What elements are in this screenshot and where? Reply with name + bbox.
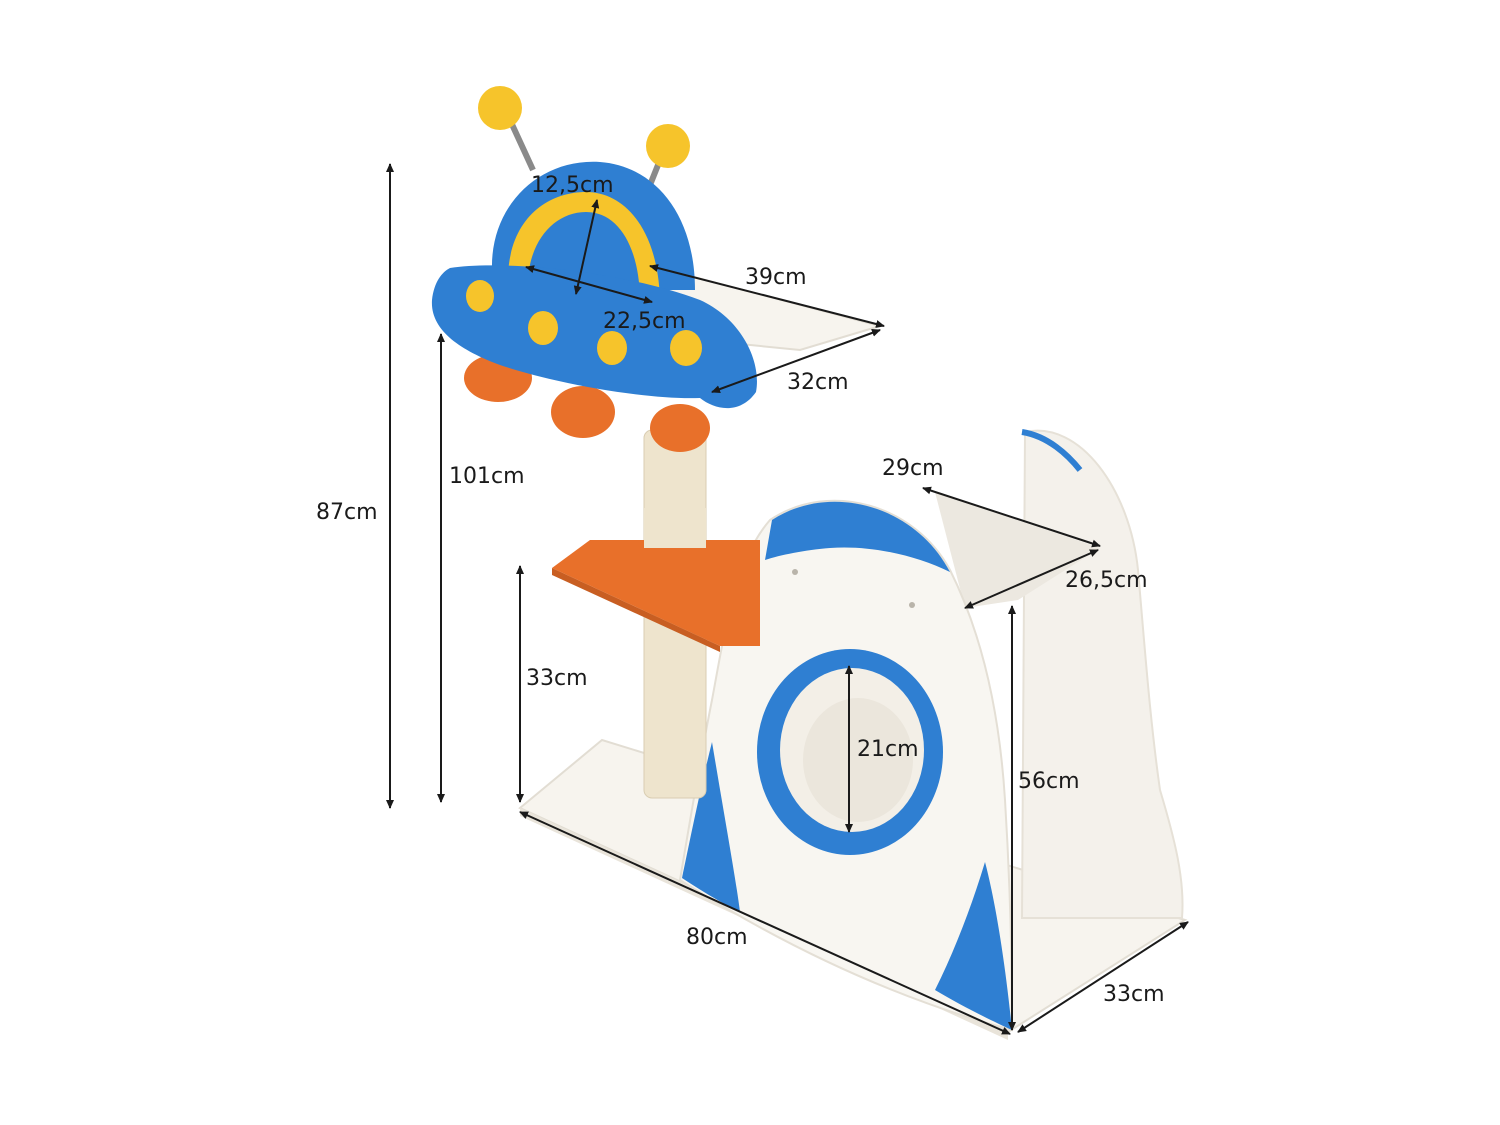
label-rocket-height: 56cm <box>1018 769 1080 794</box>
label-rocket-top-width: 26,5cm <box>1065 568 1148 593</box>
label-alt-height: 101cm <box>449 464 525 489</box>
arrow-rocket-top-length <box>922 486 1101 548</box>
arrow-window-width <box>525 265 653 304</box>
dimension-arrows <box>386 163 1189 1035</box>
arrow-rocket-top-width <box>964 549 1099 609</box>
orange-platform <box>552 508 760 652</box>
arrow-base-width <box>1017 921 1189 1033</box>
label-base-width: 33cm <box>1103 982 1165 1007</box>
label-lower-height: 33cm <box>526 666 588 691</box>
ufo-platform-icon <box>431 86 757 452</box>
label-top-length: 39cm <box>745 265 807 290</box>
arrow-top-length <box>649 264 885 328</box>
label-window-height: 12,5cm <box>531 173 614 198</box>
label-total-height: 87cm <box>316 500 378 525</box>
label-top-width: 32cm <box>787 370 849 395</box>
label-rocket-top-length: 29cm <box>882 456 944 481</box>
label-window-width: 22,5cm <box>603 309 686 334</box>
arrow-top-width <box>711 329 881 393</box>
label-base-length: 80cm <box>686 925 748 950</box>
arrow-base-length <box>519 811 1011 1035</box>
label-hole: 21cm <box>857 737 919 762</box>
